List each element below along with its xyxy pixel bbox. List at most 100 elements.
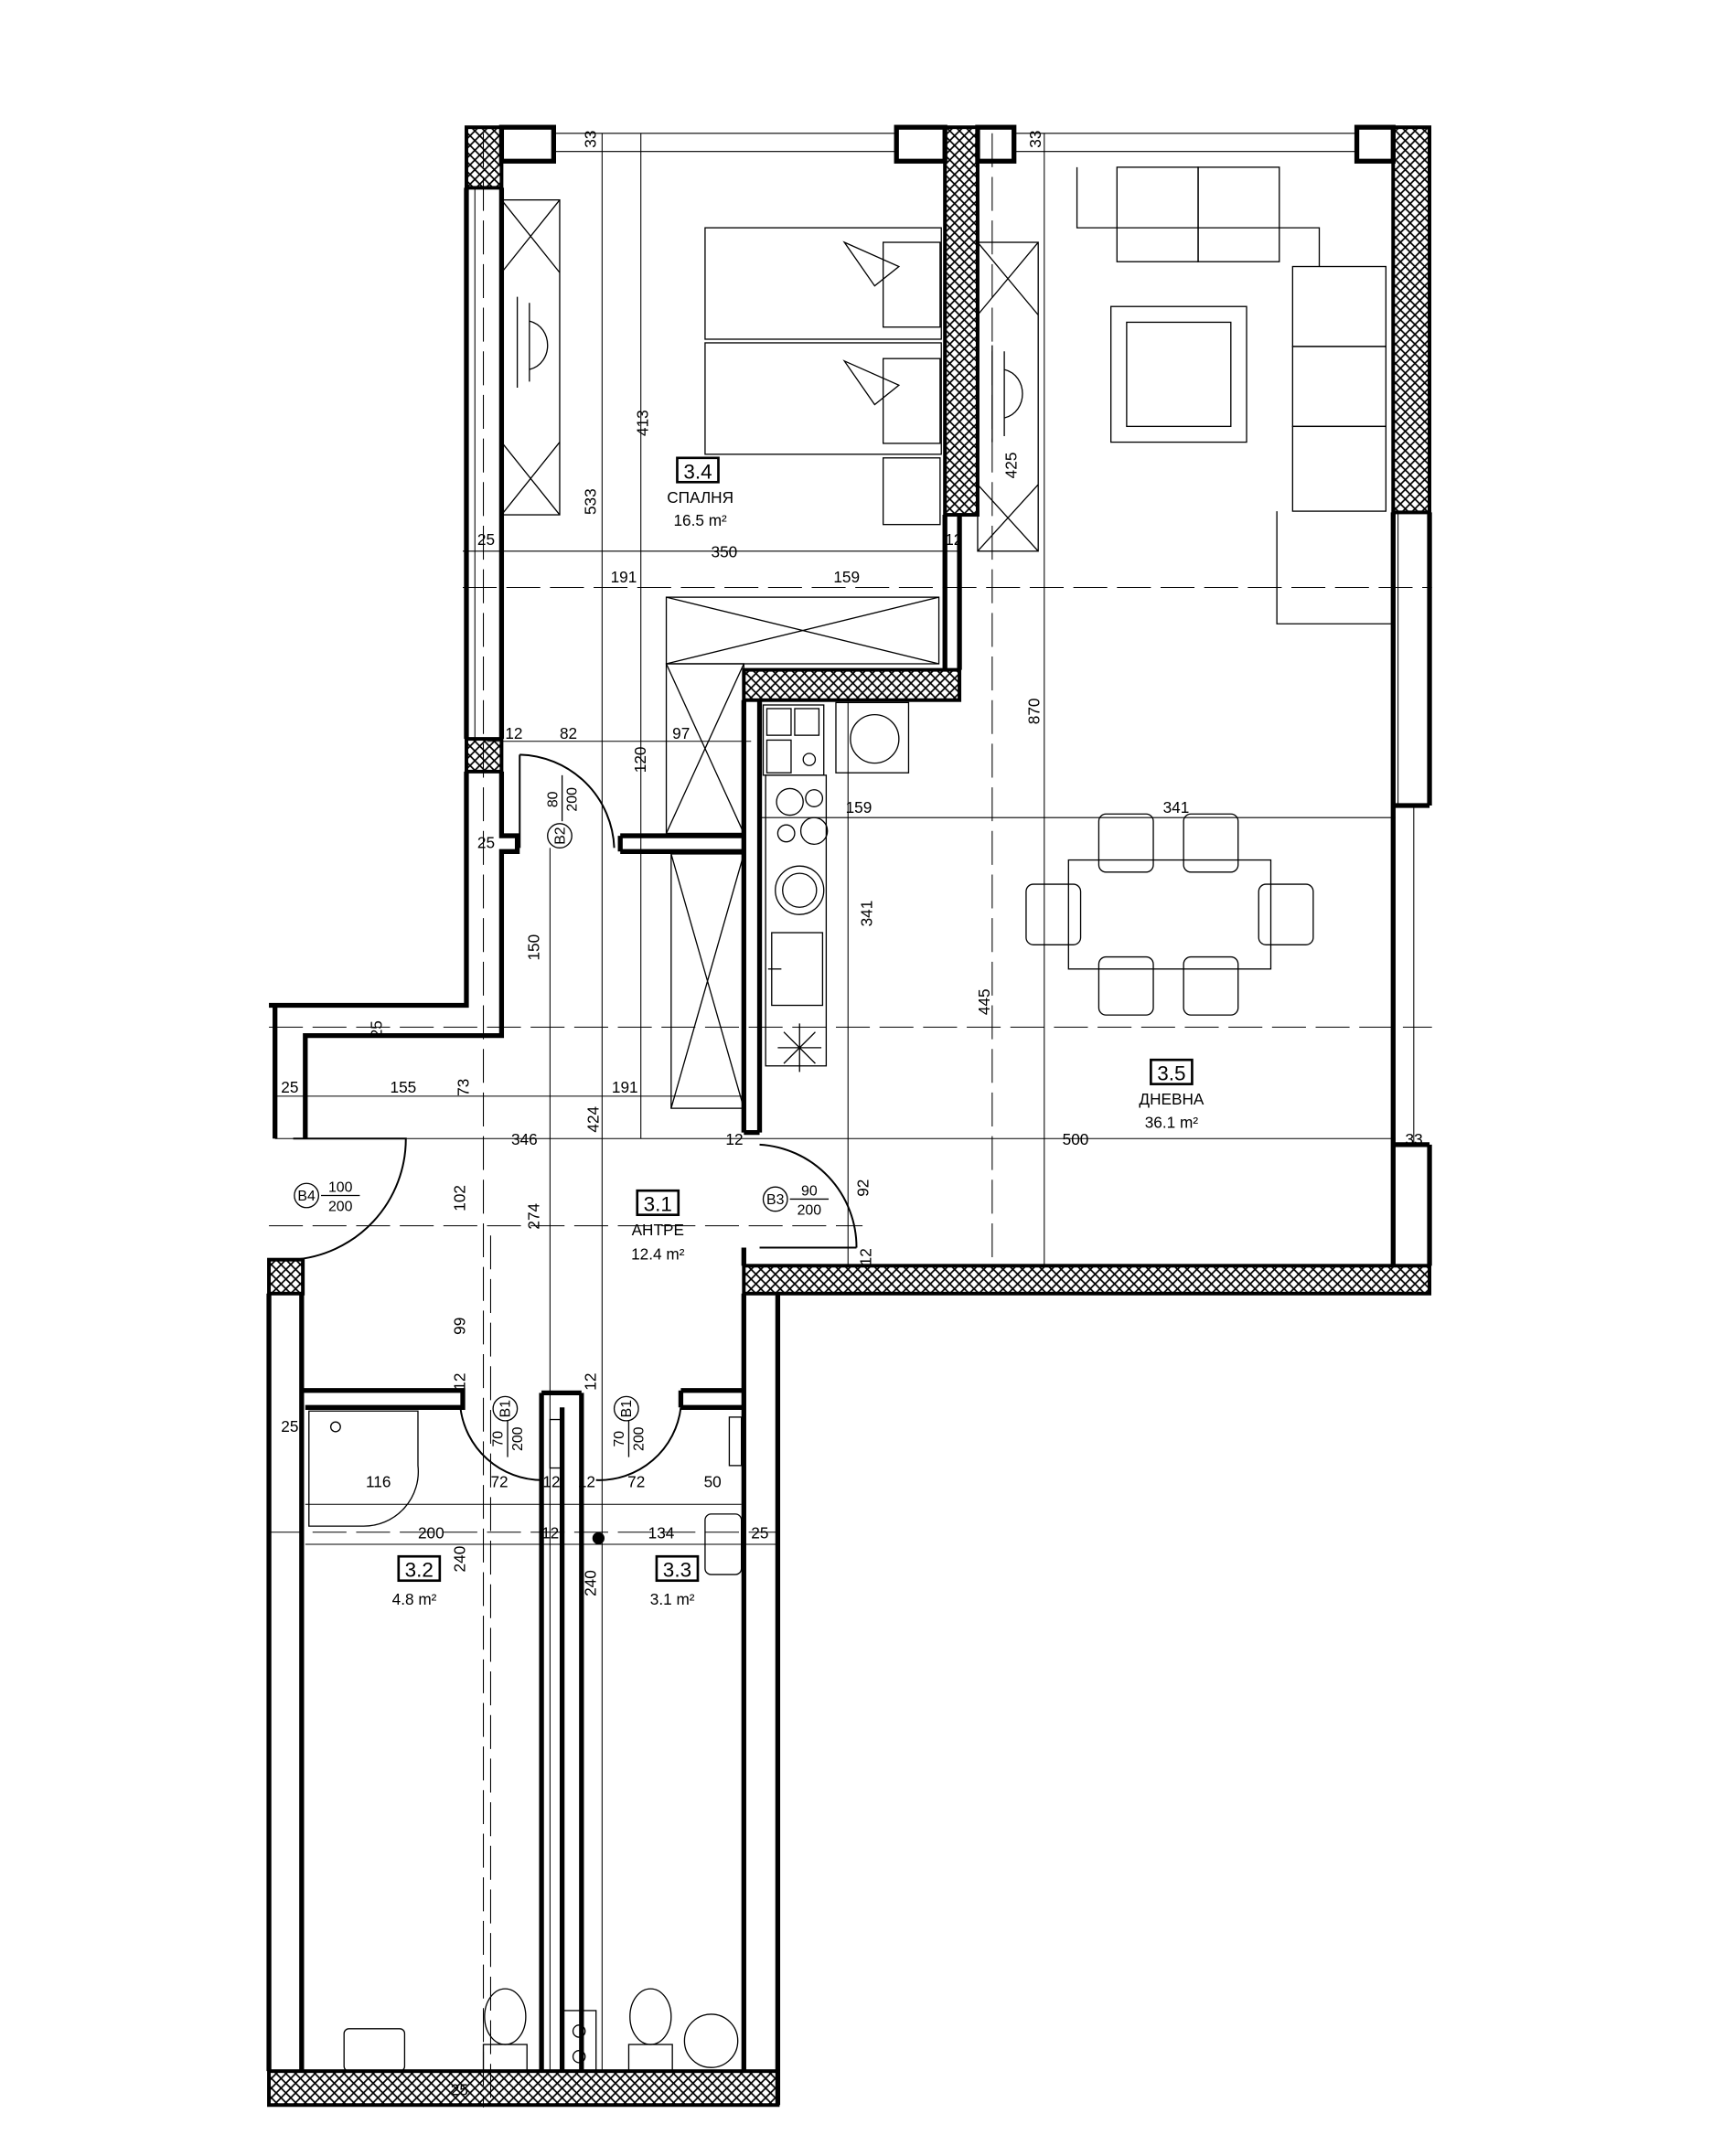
dimension-label: 200: [418, 1523, 444, 1542]
dimension-label: 25: [367, 1020, 385, 1038]
room-name: АНТРЕ: [632, 1221, 684, 1239]
dimension-label: 191: [612, 1078, 638, 1096]
door-height: 200: [798, 1203, 822, 1219]
room-3-5-label: 3.5 ДНЕВНА 36.1 m²: [1139, 1058, 1204, 1131]
dimension-label: 134: [648, 1523, 675, 1542]
door-height: 200: [631, 1426, 647, 1451]
dimension-label: 12: [541, 1523, 559, 1542]
dimension-label: 12: [505, 724, 522, 742]
dimension-label: 50: [704, 1473, 722, 1491]
dimension-label: 25: [281, 1417, 298, 1436]
door-width: 70: [491, 1431, 507, 1447]
dimension-label: 191: [611, 568, 637, 586]
dimension-label: 25: [281, 1078, 298, 1096]
dimension-label: 33: [1406, 1130, 1423, 1148]
door-swings: [293, 753, 858, 1481]
windows: [474, 124, 1415, 1145]
dimension-label: 116: [366, 1473, 391, 1491]
sofa: [1076, 166, 1394, 624]
dimension-label: 12: [725, 1130, 743, 1148]
door-tag: B1: [619, 1400, 635, 1418]
door-height: 200: [565, 787, 581, 812]
dimension-label: 240: [451, 1546, 469, 1573]
dimension-label: 82: [560, 724, 577, 742]
dimension-label: 159: [833, 568, 860, 586]
dimension-label: 155: [391, 1078, 417, 1096]
door-tag: B2: [552, 827, 568, 845]
room-number: 3.5: [1157, 1062, 1185, 1085]
dimension-label: 72: [627, 1473, 645, 1491]
walls: [266, 187, 1432, 2106]
room-area: 16.5 m²: [673, 511, 727, 529]
dimension-label: 413: [634, 410, 652, 436]
room-number: 3.3: [663, 1559, 691, 1582]
room-name: ДНЕВНА: [1139, 1090, 1204, 1108]
room-3-3-label: 3.3 3.1 m²: [650, 1554, 700, 1608]
door-tag-b4: B4 100 200: [294, 1180, 360, 1215]
dimension-label: 445: [975, 988, 993, 1015]
dimension-label: 12: [856, 1248, 874, 1265]
door-tag: B1: [498, 1400, 514, 1418]
dimension-label: 424: [583, 1105, 602, 1132]
dimension-label: 500: [1063, 1130, 1089, 1148]
kitchen: [762, 701, 910, 1073]
dimension-label: 341: [1163, 798, 1190, 817]
dimension-label: 346: [511, 1130, 538, 1148]
wardrobe-bedroom: [500, 198, 1039, 552]
door-height: 200: [510, 1426, 526, 1451]
dimension-label: 99: [451, 1318, 469, 1335]
beds: [704, 227, 942, 526]
room-area: 4.8 m²: [392, 1590, 437, 1608]
dimension-label: 12: [542, 1473, 560, 1491]
dimension-label: 25: [451, 2081, 468, 2099]
door-tag: B4: [297, 1189, 316, 1204]
door-width: 70: [612, 1431, 627, 1447]
dimension-label: 102: [451, 1185, 469, 1211]
room-name: СПАЛНЯ: [667, 488, 733, 507]
door-tag-b1-left: B1 70 200: [491, 1395, 526, 1457]
room-area: 36.1 m²: [1145, 1113, 1199, 1131]
furniture: [308, 166, 1394, 2072]
door-height: 200: [328, 1200, 353, 1215]
dimension-label: 92: [854, 1179, 873, 1197]
door-tag-b2: B2 80 200: [545, 774, 581, 849]
door-tag-b1-right: B1 70 200: [612, 1395, 647, 1457]
door-width: 100: [328, 1180, 353, 1196]
room-area: 12.4 m²: [631, 1245, 685, 1264]
room-number: 3.1: [644, 1193, 672, 1216]
tv-units: [516, 296, 1023, 443]
dimension-label: 33: [1026, 131, 1044, 148]
dimension-label: 240: [582, 1570, 600, 1596]
room-3-4-label: 3.4 СПАЛНЯ 16.5 m²: [667, 456, 733, 529]
dimension-lines: [274, 133, 1396, 2072]
dimension-labels: 33 33 413 533 425 25 350 191 159 12 870 …: [281, 131, 1422, 2099]
dimension-label: 97: [672, 724, 690, 742]
room-number: 3.2: [405, 1559, 434, 1582]
dimension-label: 12: [578, 1473, 595, 1491]
coffee-table: [1110, 305, 1247, 443]
dimension-label: 425: [1001, 453, 1020, 479]
room-3-1-label: 3.1 АНТРЕ 12.4 m²: [631, 1189, 685, 1264]
dimension-label: 150: [524, 934, 542, 961]
door-tag-b3: B3 90 200: [762, 1183, 830, 1219]
dimension-label: 341: [858, 901, 876, 927]
dimension-label: 274: [524, 1202, 542, 1229]
room-area: 3.1 m²: [650, 1590, 695, 1608]
dimension-label: 33: [582, 131, 600, 148]
dining-set: [1025, 813, 1314, 1016]
dimension-label: 870: [1025, 699, 1044, 725]
dimension-label: 73: [455, 1079, 473, 1096]
dimension-label: 350: [712, 542, 738, 560]
dimension-label: 25: [477, 833, 495, 851]
structural-walls: [267, 125, 1432, 2108]
bathroom-fixtures: [308, 1410, 743, 2072]
dimension-label: 159: [846, 798, 873, 817]
dimension-label: 12: [451, 1373, 469, 1391]
dimension-label: 72: [490, 1473, 508, 1491]
dimension-label: 12: [582, 1373, 600, 1391]
dimension-label: 12: [945, 530, 962, 549]
door-tag: B3: [766, 1192, 785, 1208]
door-width: 90: [801, 1183, 818, 1199]
dimension-label: 25: [477, 530, 495, 549]
